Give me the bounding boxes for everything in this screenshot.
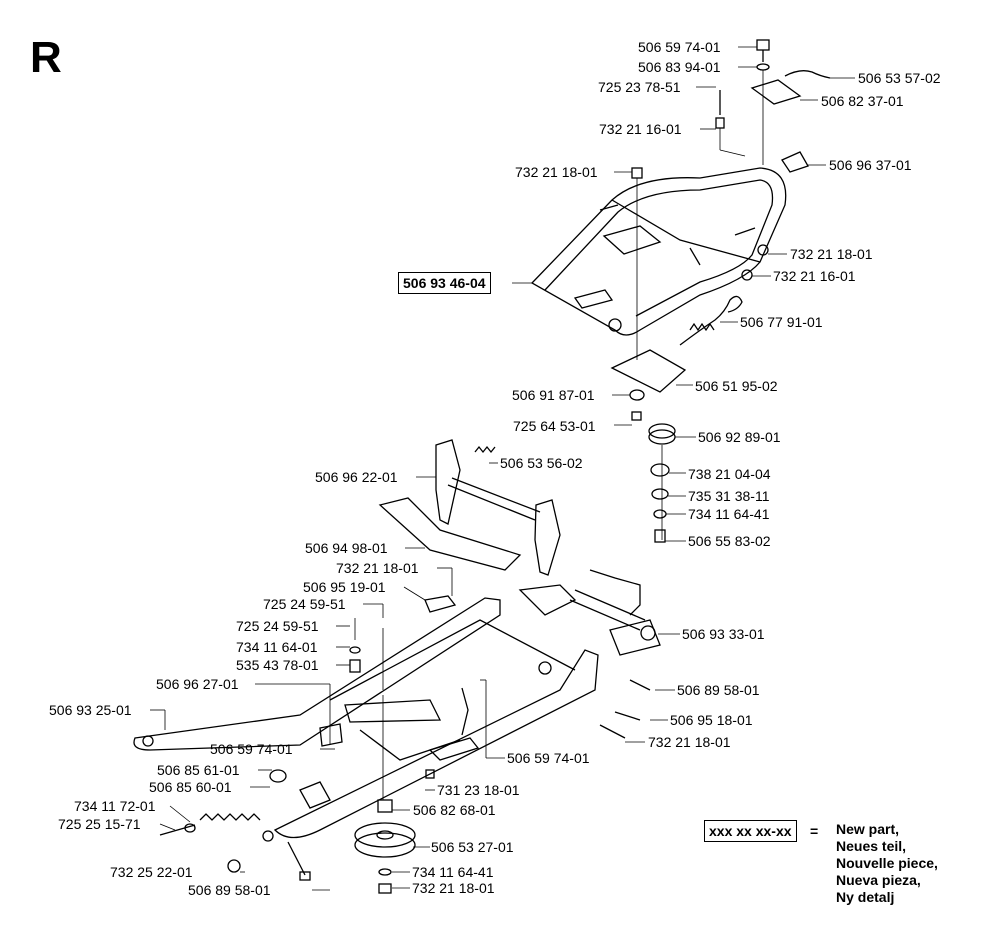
part-label: 506 82 37-01 [821,93,904,109]
part-label: 732 21 16-01 [773,268,856,284]
legend-line: Nouvelle piece, [836,855,938,871]
part-label: 732 21 18-01 [515,164,598,180]
part-label: 506 85 60-01 [149,779,232,795]
part-label: 506 59 74-01 [507,750,590,766]
part-label: 506 95 19-01 [303,579,386,595]
legend-text: New part, Neues teil, Nouvelle piece, Nu… [836,821,938,906]
part-label: 506 94 98-01 [305,540,388,556]
part-label: 506 83 94-01 [638,59,721,75]
part-label: 725 25 15-71 [58,816,141,832]
section-letter: R [30,33,62,82]
part-label: 506 85 61-01 [157,762,240,778]
part-label: 725 23 78-51 [598,79,681,95]
part-label: 506 96 27-01 [156,676,239,692]
part-label: 506 59 74-01 [210,741,293,757]
part-label: 506 53 57-02 [858,70,941,86]
leader-lines [150,46,855,891]
main-part-label: 506 93 46-04 [398,272,491,294]
part-label: 732 25 22-01 [110,864,193,880]
legend-line: Ny detalj [836,889,895,905]
part-label: 735 31 38-11 [688,488,770,504]
part-label: 506 55 83-02 [688,533,771,549]
part-label: 732 21 16-01 [599,121,682,137]
legend-line: Nueva pieza, [836,872,921,888]
part-label: 506 89 58-01 [188,882,271,898]
part-label: 734 11 64-41 [412,864,494,880]
part-label: 506 96 22-01 [315,469,398,485]
part-label: 725 64 53-01 [513,418,596,434]
part-label: 734 11 64-01 [236,639,318,655]
top-hardware [631,39,831,360]
part-label: 734 11 72-01 [74,798,156,814]
part-label: 506 53 56-02 [500,455,583,471]
part-label: 506 82 68-01 [413,802,496,818]
part-label: 732 21 18-01 [412,880,495,896]
part-label: 506 59 74-01 [638,39,721,55]
part-label: 506 93 25-01 [49,702,132,718]
part-label: 506 93 33-01 [682,626,765,642]
lift-bracket [378,439,661,656]
legend-equals: = [810,823,819,839]
part-label: 506 53 27-01 [431,839,514,855]
part-label: 506 77 91-01 [740,314,823,330]
legend-line: New part, [836,821,900,837]
part-label: 732 21 18-01 [648,734,731,750]
part-label: 506 89 58-01 [677,682,760,698]
part-label: 738 21 04-04 [688,466,771,482]
part-label: 732 21 18-01 [336,560,419,576]
part-label: 734 11 64-41 [688,506,770,522]
part-label: 535 43 78-01 [236,657,319,673]
part-label: 732 21 18-01 [790,246,873,262]
part-label: 731 23 18-01 [437,782,520,798]
part-label: 506 96 37-01 [829,157,912,173]
part-label: 506 51 95-02 [695,378,778,394]
part-label: 725 24 59-51 [236,618,319,634]
tension-spring [159,646,651,894]
part-label: 506 91 87-01 [512,387,595,403]
part-label: 506 92 89-01 [698,429,781,445]
legend-line: Neues teil, [836,838,907,854]
pulley-assembly [610,349,687,543]
seat-frame [530,167,787,336]
part-label: 725 24 59-51 [263,596,346,612]
lower-frame [133,597,599,842]
part-label: 506 95 18-01 [670,712,753,728]
legend-code-box: xxx xx xx-xx [704,820,797,842]
